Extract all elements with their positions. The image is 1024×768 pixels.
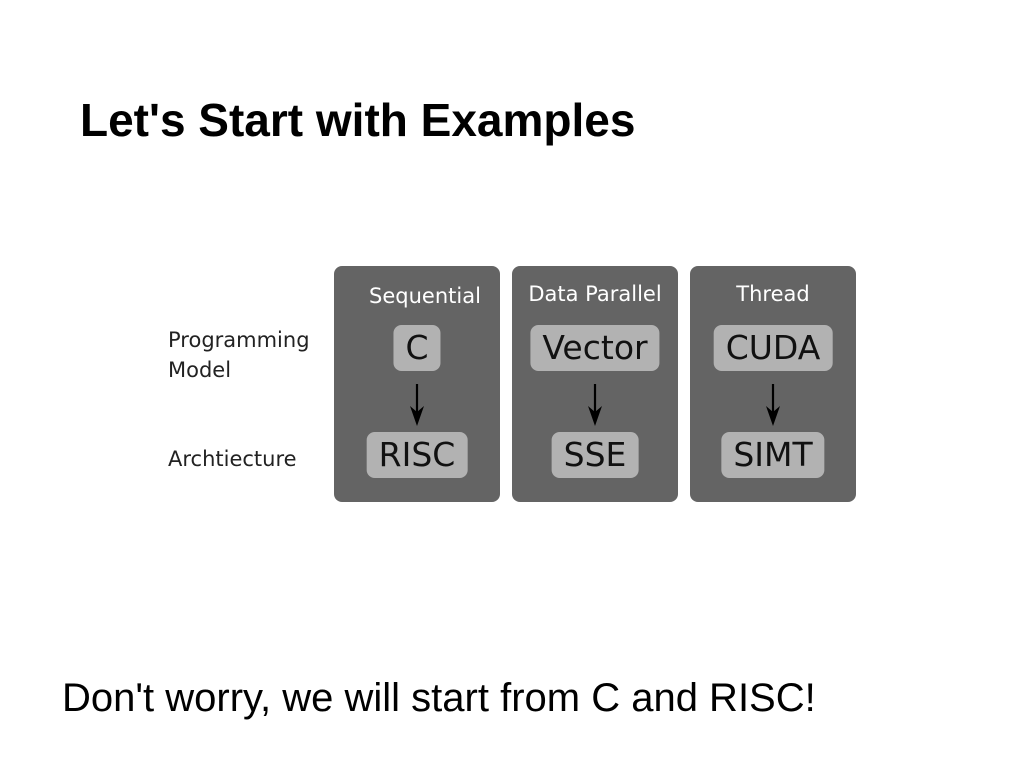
column-sequential: Sequential C RISC bbox=[334, 266, 500, 502]
programming-model-box: Vector bbox=[530, 325, 660, 371]
down-arrow-icon bbox=[766, 384, 780, 426]
architecture-box: SSE bbox=[551, 432, 639, 478]
slide-title: Let's Start with Examples bbox=[80, 94, 636, 146]
architecture-box: RISC bbox=[366, 432, 468, 478]
programming-model-box: C bbox=[393, 325, 441, 371]
programming-model-box: CUDA bbox=[713, 325, 833, 371]
column-header: Thread bbox=[736, 282, 810, 306]
architecture-box: SIMT bbox=[721, 432, 825, 478]
column-data-parallel: Data Parallel Vector SSE bbox=[512, 266, 678, 502]
column-header: Sequential bbox=[369, 284, 481, 308]
down-arrow-icon bbox=[588, 384, 602, 426]
footnote: Don't worry, we will start from C and RI… bbox=[62, 676, 816, 720]
column-thread: Thread CUDA SIMT bbox=[690, 266, 856, 502]
row-label-programming-model: Programming Model bbox=[168, 325, 310, 385]
row-label-programming-model-line-2: Model bbox=[168, 358, 232, 382]
down-arrow-icon bbox=[410, 384, 424, 426]
column-header: Data Parallel bbox=[528, 282, 662, 306]
row-label-architecture: Archtiecture bbox=[168, 447, 297, 471]
row-label-programming-model-line-1: Programming bbox=[168, 328, 310, 352]
